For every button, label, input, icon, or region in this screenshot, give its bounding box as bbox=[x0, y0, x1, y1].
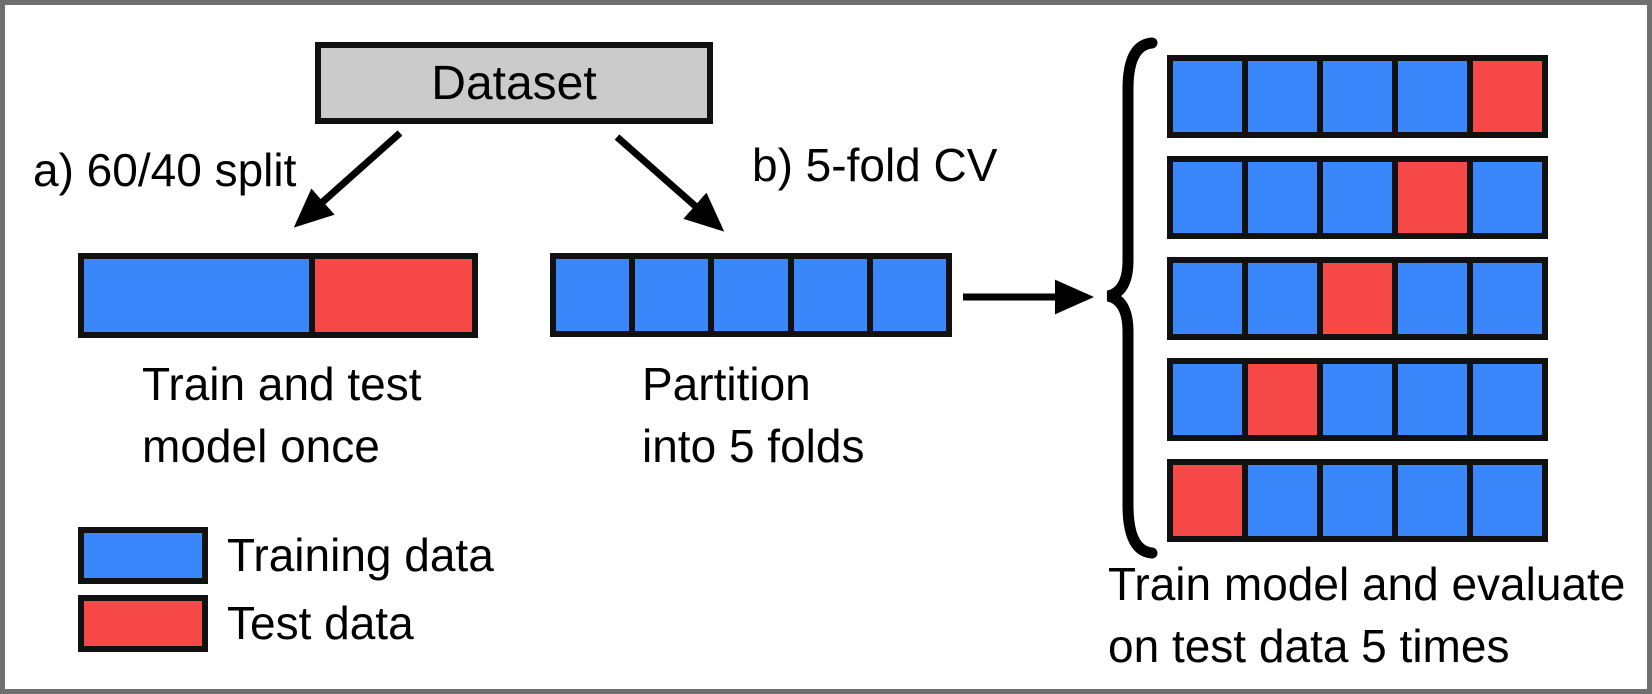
branch-b-label: b) 5-fold CV bbox=[752, 139, 998, 191]
train-test-split-bar bbox=[78, 253, 478, 338]
test-cell bbox=[1248, 364, 1317, 435]
partition-caption: Partition into 5 folds bbox=[642, 353, 864, 477]
train-cell bbox=[635, 259, 709, 331]
dataset-box: Dataset bbox=[315, 42, 713, 124]
train-cell bbox=[1473, 465, 1542, 536]
partition-caption-line1: Partition bbox=[642, 358, 811, 410]
train-cell bbox=[1248, 465, 1317, 536]
train-cell bbox=[714, 259, 788, 331]
train-cell bbox=[1173, 263, 1242, 334]
train-segment bbox=[84, 259, 310, 332]
split-caption-line1: Train and test bbox=[142, 358, 422, 410]
train-cell bbox=[1323, 465, 1392, 536]
training-data-swatch bbox=[78, 527, 208, 584]
train-cell bbox=[1248, 263, 1317, 334]
train-cell bbox=[872, 259, 947, 331]
split-caption: Train and test model once bbox=[142, 353, 422, 477]
cv-fold-row-3 bbox=[1167, 257, 1548, 340]
five-fold-partition-bar bbox=[550, 253, 952, 337]
cv-caption-line2: on test data 5 times bbox=[1108, 620, 1510, 672]
train-cell bbox=[1173, 162, 1242, 233]
test-cell bbox=[1398, 162, 1467, 233]
train-cell bbox=[1398, 465, 1467, 536]
arrow-right-icon bbox=[963, 279, 1095, 315]
cv-caption: Train model and evaluate on test data 5 … bbox=[1108, 553, 1625, 677]
train-cell bbox=[1248, 61, 1317, 132]
train-cell bbox=[1248, 162, 1317, 233]
cv-fold-row-4 bbox=[1167, 358, 1548, 441]
arrow-down-left-icon bbox=[293, 130, 403, 228]
arrow-down-right-icon bbox=[614, 134, 725, 232]
train-cell bbox=[1173, 364, 1242, 435]
test-segment bbox=[315, 259, 472, 332]
train-cell bbox=[1323, 162, 1392, 233]
cv-fold-row-2 bbox=[1167, 156, 1548, 239]
cv-fold-row-5 bbox=[1167, 459, 1548, 542]
train-cell bbox=[1473, 263, 1542, 334]
test-cell bbox=[1473, 61, 1542, 132]
curly-brace-icon bbox=[1106, 37, 1158, 559]
train-cell bbox=[1473, 162, 1542, 233]
train-cell bbox=[1398, 61, 1467, 132]
train-cell bbox=[556, 259, 630, 331]
split-caption-line2: model once bbox=[142, 420, 380, 472]
cv-fold-row-1 bbox=[1167, 55, 1548, 138]
train-cell bbox=[1323, 364, 1392, 435]
train-cell bbox=[1473, 364, 1542, 435]
training-data-label: Training data bbox=[227, 529, 494, 581]
cv-folds-grid bbox=[1167, 55, 1548, 542]
branch-a-label: a) 60/40 split bbox=[33, 144, 297, 196]
test-cell bbox=[1173, 465, 1242, 536]
cv-caption-line1: Train model and evaluate bbox=[1108, 558, 1626, 610]
train-cell bbox=[793, 259, 867, 331]
test-data-swatch bbox=[78, 595, 208, 652]
train-cell bbox=[1398, 364, 1467, 435]
dataset-label: Dataset bbox=[431, 56, 597, 110]
test-data-label: Test data bbox=[227, 597, 414, 649]
train-cell bbox=[1173, 61, 1242, 132]
train-cell bbox=[1398, 263, 1467, 334]
partition-caption-line2: into 5 folds bbox=[642, 420, 865, 472]
test-cell bbox=[1323, 263, 1392, 334]
train-cell bbox=[1323, 61, 1392, 132]
